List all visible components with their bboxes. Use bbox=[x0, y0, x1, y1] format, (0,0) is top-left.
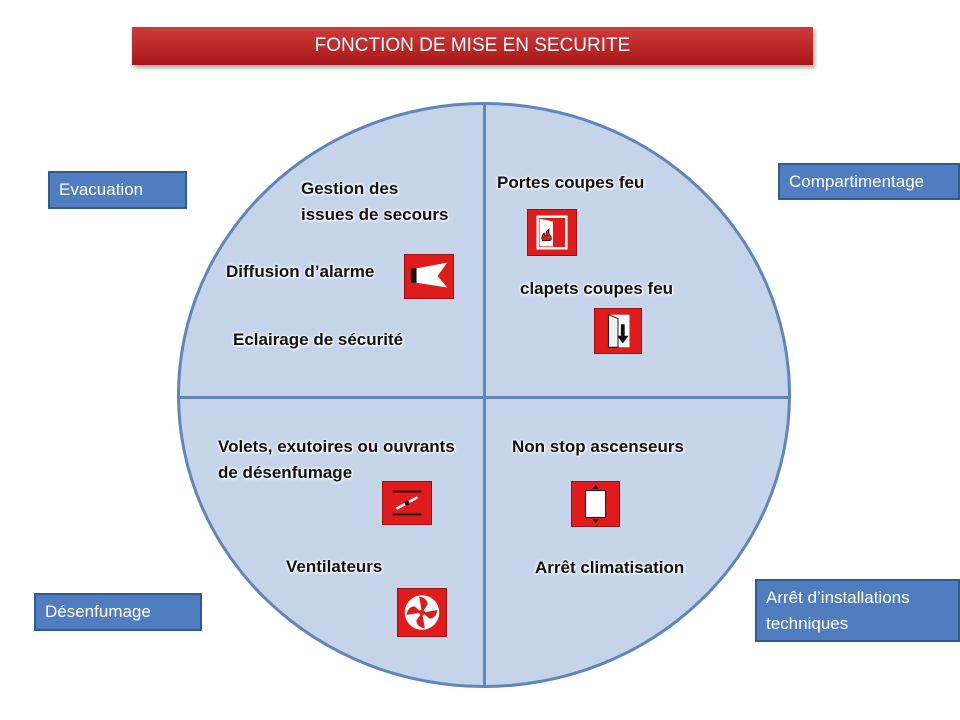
category-desenfumage-label: Désenfumage bbox=[45, 602, 151, 621]
fan-icon bbox=[397, 588, 447, 637]
category-arret-installations: Arrêt d’installations techniques bbox=[755, 579, 960, 642]
vertical-divider bbox=[483, 104, 486, 686]
label-gestion-issues: Gestion des issues de secours bbox=[301, 179, 449, 224]
label-portes-coupes-feu: Portes coupes feu bbox=[497, 173, 645, 192]
category-evacuation: Evacuation bbox=[48, 171, 187, 209]
label-ventilateurs: Ventilateurs bbox=[286, 557, 383, 576]
category-compartimentage: Compartimentage bbox=[778, 163, 960, 200]
elevator-icon bbox=[571, 481, 620, 527]
horizontal-divider bbox=[179, 396, 789, 399]
category-arret-line1: Arrêt d’installations bbox=[766, 587, 910, 607]
smoke-vent-icon bbox=[382, 481, 432, 525]
category-compartimentage-label: Compartimentage bbox=[789, 171, 925, 191]
category-arret-line2: techniques bbox=[766, 613, 849, 633]
category-evacuation-label: Evacuation bbox=[59, 180, 144, 199]
label-diffusion-alarme: Diffusion d’alarme bbox=[226, 262, 375, 281]
label-volets-exutoires: Volets, exutoires ou ouvrants de désenfu… bbox=[218, 437, 455, 482]
label-clapets-coupes-feu: clapets coupes feu bbox=[520, 279, 674, 298]
label-eclairage-securite: Eclairage de sécurité bbox=[233, 330, 404, 349]
diagram-title: FONCTION DE MISE EN SECURITE bbox=[132, 27, 813, 65]
label-non-stop-ascenseurs: Non stop ascenseurs bbox=[512, 437, 684, 456]
fire-door-icon bbox=[527, 209, 577, 256]
category-desenfumage: Désenfumage bbox=[34, 593, 202, 631]
label-arret-climatisation: Arrêt climatisation bbox=[535, 558, 685, 577]
fire-damper-icon bbox=[594, 308, 642, 354]
alarm-horn-icon bbox=[404, 254, 454, 299]
